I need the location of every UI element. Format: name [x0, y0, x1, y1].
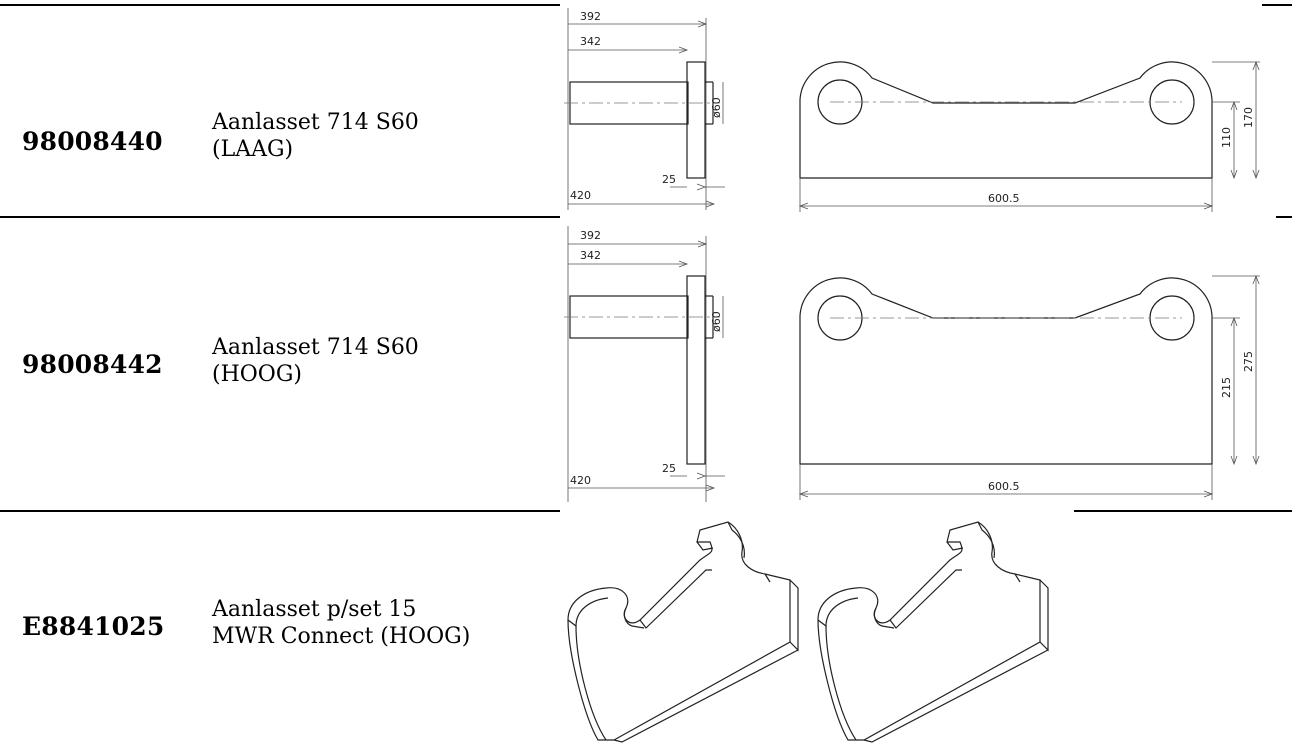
- table-row: E8841025 Aanlasset p/set 15 MWR Connect …: [0, 512, 1292, 745]
- technical-drawing-front-view: 600.5 215 275: [798, 274, 1260, 500]
- dimension-label: 600.5: [988, 192, 1020, 205]
- technical-drawing-front-view: 600.5 110 170: [798, 60, 1260, 212]
- dimension-label: 25: [662, 462, 676, 475]
- article-description: Aanlasset 714 S60 (HOOG): [212, 334, 419, 388]
- dimension-label: 110: [1220, 127, 1233, 148]
- dimension-label: 600.5: [988, 480, 1020, 493]
- description-line: Aanlasset p/set 15: [212, 597, 417, 622]
- isometric-part-drawing: [567, 521, 1049, 743]
- dimension-label: 392: [580, 229, 601, 242]
- article-description: Aanlasset 714 S60 (LAAG): [212, 109, 419, 163]
- table-top-border: [0, 4, 560, 6]
- dimension-label: ø60: [710, 311, 723, 332]
- dimension-label: 342: [580, 35, 601, 48]
- article-code: E8841025: [22, 612, 165, 641]
- isometric-part: [567, 521, 799, 743]
- article-description: Aanlasset p/set 15 MWR Connect (HOOG): [212, 596, 470, 650]
- description-line: (LAAG): [212, 137, 294, 162]
- dimension-label: 275: [1242, 351, 1255, 372]
- description-line: Aanlasset 714 S60: [212, 110, 419, 135]
- description-line: Aanlasset 714 S60: [212, 335, 419, 360]
- description-line: MWR Connect (HOOG): [212, 624, 471, 649]
- article-code: 98008442: [22, 350, 163, 379]
- technical-drawing-side-view: 392 342 ø60 25 420: [564, 226, 725, 502]
- dimension-label: 420: [570, 189, 591, 202]
- dimension-label: 392: [580, 10, 601, 23]
- technical-drawing-side-view: 392 342 ø60 25 420: [564, 8, 725, 210]
- table-top-border-right: [1262, 4, 1292, 6]
- dimension-label: 342: [580, 249, 601, 262]
- row-divider: [0, 510, 560, 512]
- article-code: 98008440: [22, 127, 163, 156]
- table-row: 98008440 Aanlasset 714 S60 (LAAG) 392 34…: [0, 0, 1292, 218]
- description-line: (HOOG): [212, 362, 302, 387]
- row-divider: [0, 216, 560, 218]
- dimension-label: 215: [1220, 377, 1233, 398]
- dimension-label: 170: [1242, 107, 1255, 128]
- dimension-label: 25: [662, 173, 676, 186]
- dimension-label: ø60: [710, 97, 723, 118]
- table-row: 98008442 Aanlasset 714 S60 (HOOG) 392 34…: [0, 218, 1292, 510]
- row-divider-right: [1276, 216, 1292, 218]
- row-divider-right: [1074, 510, 1292, 512]
- dimension-label: 420: [570, 474, 591, 487]
